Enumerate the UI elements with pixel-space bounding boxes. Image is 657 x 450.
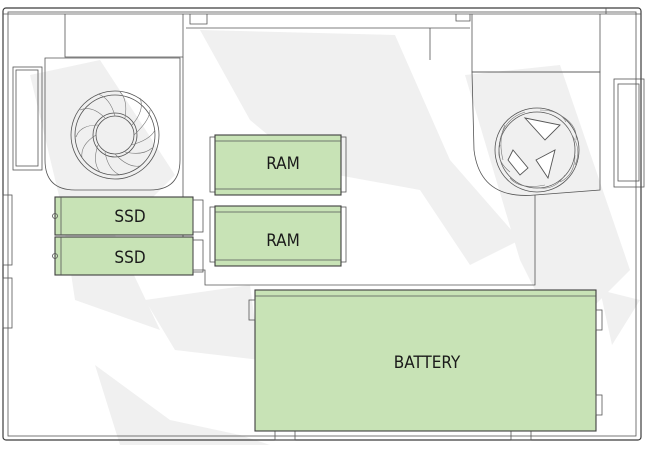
- battery-label: BATTERY: [394, 353, 461, 373]
- watermark-logo: [30, 30, 640, 445]
- ram-slot-1[interactable]: RAM: [209, 134, 347, 196]
- ssd-1-label: SSD: [114, 207, 145, 227]
- ssd-slot-1[interactable]: SSD: [52, 196, 204, 236]
- battery-rect: [254, 289, 597, 432]
- battery-pack[interactable]: BATTERY: [248, 289, 603, 432]
- right-cooling-fan: [471, 71, 601, 196]
- left-fan-blades: [75, 91, 156, 176]
- ssd-2-screw: [52, 253, 58, 259]
- right-fan-hub: [507, 117, 561, 180]
- ram-2-label: RAM: [266, 231, 300, 251]
- ram-1-label: RAM: [266, 154, 300, 174]
- ram-slot-2[interactable]: RAM: [209, 205, 347, 267]
- ram-2-rect: [214, 205, 342, 267]
- left-cooling-fan: [44, 57, 181, 191]
- ram-1-rect: [214, 134, 342, 196]
- ssd-1-screw: [52, 213, 58, 219]
- ssd-2-label: SSD: [114, 248, 145, 268]
- ssd-slot-2[interactable]: SSD: [52, 236, 204, 276]
- ssd-2-rect: [54, 236, 194, 276]
